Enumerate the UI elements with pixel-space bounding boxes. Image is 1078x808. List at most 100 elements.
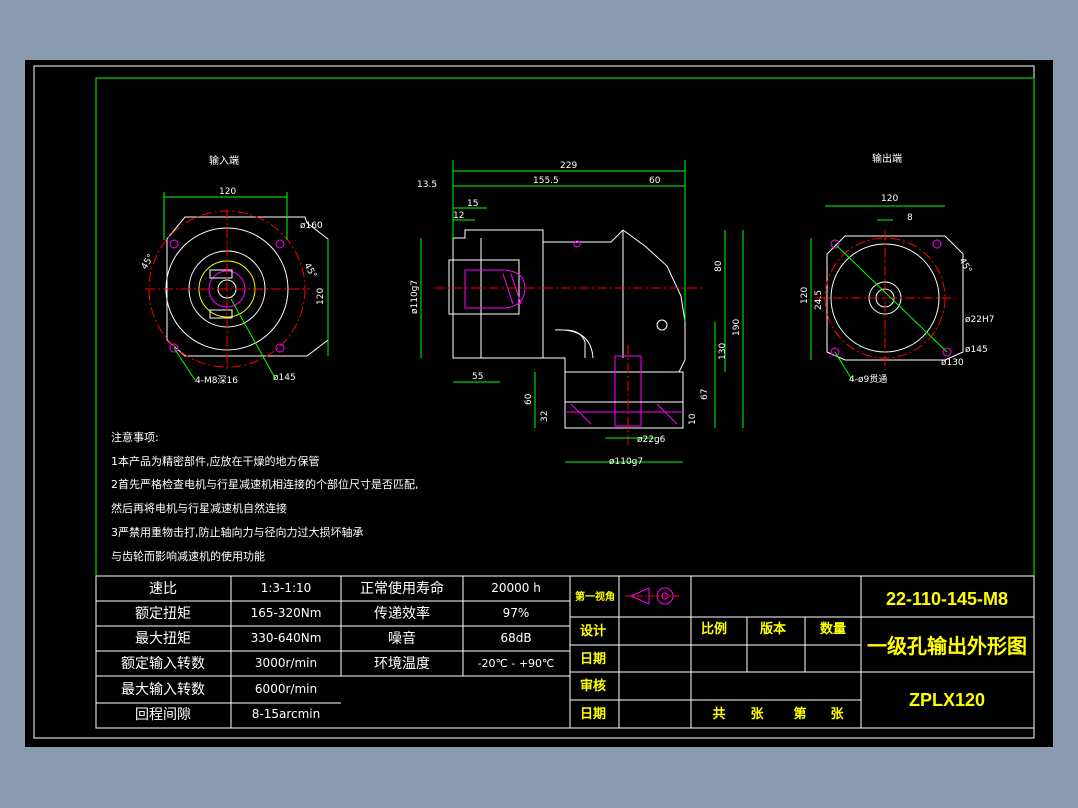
dim-12: 12 xyxy=(453,211,464,221)
dim-110g7-v: ø110g7 xyxy=(410,280,420,314)
cad-drawing-canvas: 输入端 120 ø160 120 ø145 45° 45° 4-M8深16 xyxy=(25,60,1053,747)
title-block-grid xyxy=(569,575,1035,729)
spec-label-6: 回程间隙 xyxy=(135,707,191,723)
dim-130: 130 xyxy=(718,343,728,360)
input-hole-4 xyxy=(275,343,285,353)
dim-output-8: 8 xyxy=(907,213,913,223)
dim-input-160: ø160 xyxy=(300,221,323,231)
body-curve xyxy=(554,329,594,359)
note-line-1: 1本产品为精密部件,应放在干燥的地方保管 xyxy=(111,454,320,468)
notes-block: 注意事项: 1本产品为精密部件,应放在干燥的地方保管 2首先严格检查电机与行星减… xyxy=(111,430,419,563)
dim-190: 190 xyxy=(732,319,742,336)
spec-value-4: 3000r/min xyxy=(255,656,317,670)
input-view-label: 输入端 xyxy=(209,154,239,167)
dim-155-5: 155.5 xyxy=(533,176,559,186)
date1-label: 日期 xyxy=(580,651,606,666)
output-view-label: 输出端 xyxy=(872,152,902,165)
side-section-view: 229 13.5 155.5 60 15 12 80 190 130 67 10… xyxy=(410,160,744,467)
dim-output-45: 45° xyxy=(956,257,973,276)
drawing-sheet: 输入端 120 ø160 120 ø145 45° 45° 4-M8深16 xyxy=(33,65,1035,739)
spec-label-2: 额定扭矩 xyxy=(135,606,191,622)
scale-label: 比例 xyxy=(701,621,727,636)
input-hole-3 xyxy=(169,343,179,353)
leader-holes xyxy=(173,347,196,381)
note-line-4: 3严禁用重物击打,防止轴向力与径向力过大损坏轴承 xyxy=(111,525,364,539)
spec-value-3: 330-640Nm xyxy=(251,631,322,645)
vent-hole xyxy=(573,240,581,248)
input-shaft-section xyxy=(448,259,520,315)
dim-13-5: 13.5 xyxy=(417,180,437,190)
input-clamp-bottom xyxy=(209,309,233,319)
spec-value2-2: 97% xyxy=(503,606,530,620)
hatch-line xyxy=(502,273,514,305)
dim-output-120-side: 120 xyxy=(800,287,810,304)
side-boss xyxy=(656,319,668,331)
dim-80: 80 xyxy=(714,260,724,272)
sheet-no-label: 第 xyxy=(793,706,806,721)
title-block-text: 第一视角 设计 日期 审核 日期 比例 版本 数量 共 张 第 张 22-110… xyxy=(575,587,1027,721)
dim-110g7-h: ø110g7 xyxy=(609,457,643,467)
dim-output-22h7: ø22H7 xyxy=(965,315,994,325)
hatch-line xyxy=(570,403,592,425)
dim-60b: 60 xyxy=(524,393,534,405)
output-hole-1 xyxy=(830,239,840,249)
output-housing xyxy=(564,371,684,403)
spec-label-5: 最大输入转数 xyxy=(121,682,205,698)
dim-67: 67 xyxy=(700,389,710,400)
sheets-total-label: 共 xyxy=(712,706,725,721)
spec-value-1: 1:3-1:10 xyxy=(261,581,312,595)
sheets-unit1-label: 张 xyxy=(750,706,764,721)
input-flange-outline xyxy=(166,216,329,357)
spec-label-3: 最大扭矩 xyxy=(135,631,191,647)
projection-label: 第一视角 xyxy=(575,590,615,603)
spec-label-4: 额定输入转数 xyxy=(121,656,205,672)
diag-line xyxy=(834,243,948,353)
spec-value-6: 8-15arcmin xyxy=(252,707,320,721)
leader-out-holes xyxy=(834,351,852,379)
drawing-title: 一级孔输出外形图 xyxy=(867,634,1027,658)
spec-value2-3: 68dB xyxy=(500,631,531,645)
notes-title: 注意事项: xyxy=(111,430,159,444)
spec-label2-2: 传递效率 xyxy=(374,605,430,622)
spec-value2-1: 20000 h xyxy=(491,581,541,595)
spec-value-2: 165-320Nm xyxy=(251,606,322,620)
note-line-2: 2首先严格检查电机与行星减速机相连接的个部位尺寸是否匹配, xyxy=(111,477,419,491)
input-end-view: 输入端 120 ø160 120 ø145 45° 45° 4-M8深16 xyxy=(140,154,329,386)
output-flange xyxy=(564,401,684,429)
dim-output-24-5: 24.5 xyxy=(814,290,824,310)
spec-label2-3: 噪音 xyxy=(388,630,416,647)
spec-value2-4: -20℃ - +90℃ xyxy=(478,657,555,670)
leader-145 xyxy=(230,298,276,379)
drawing-number: 22-110-145-M8 xyxy=(886,589,1008,609)
dim-input-holes: 4-M8深16 xyxy=(195,375,238,386)
date2-label: 日期 xyxy=(580,706,606,721)
input-hole-1 xyxy=(169,239,179,249)
review-label: 审核 xyxy=(580,678,606,693)
dim-output-145: ø145 xyxy=(965,345,988,355)
dim-output-holes: 4-ø9贯通 xyxy=(849,374,887,385)
hatch-line xyxy=(510,273,522,305)
body-curve xyxy=(564,329,586,358)
version-label: 版本 xyxy=(760,621,786,636)
output-hole-2 xyxy=(932,239,942,249)
input-hole-2 xyxy=(275,239,285,249)
quantity-label: 数量 xyxy=(820,621,846,636)
input-clamp-top xyxy=(209,269,233,279)
spec-label2-4: 环境温度 xyxy=(374,656,430,672)
spec-label2-1: 正常使用寿命 xyxy=(360,580,444,597)
dim-output-130: ø130 xyxy=(941,358,964,368)
dim-32: 32 xyxy=(540,411,550,422)
dim-input-120-side: 120 xyxy=(316,288,326,305)
dim-15: 15 xyxy=(467,199,478,209)
spec-label-1: 速比 xyxy=(149,581,177,597)
design-label: 设计 xyxy=(580,623,606,638)
hatch-line xyxy=(656,403,678,425)
note-line-3: 然后再将电机与行星减速机自然连接 xyxy=(111,501,287,515)
dim-22g6: ø22g6 xyxy=(637,435,666,445)
dim-55: 55 xyxy=(472,372,483,382)
gearbox-body xyxy=(452,229,686,373)
spec-table-text: 速比 1:3-1:10 正常使用寿命 20000 h 额定扭矩 165-320N… xyxy=(121,580,554,723)
spec-value-5: 6000r/min xyxy=(255,682,317,696)
sheets-unit2-label: 张 xyxy=(830,706,844,721)
dim-229: 229 xyxy=(560,161,577,171)
